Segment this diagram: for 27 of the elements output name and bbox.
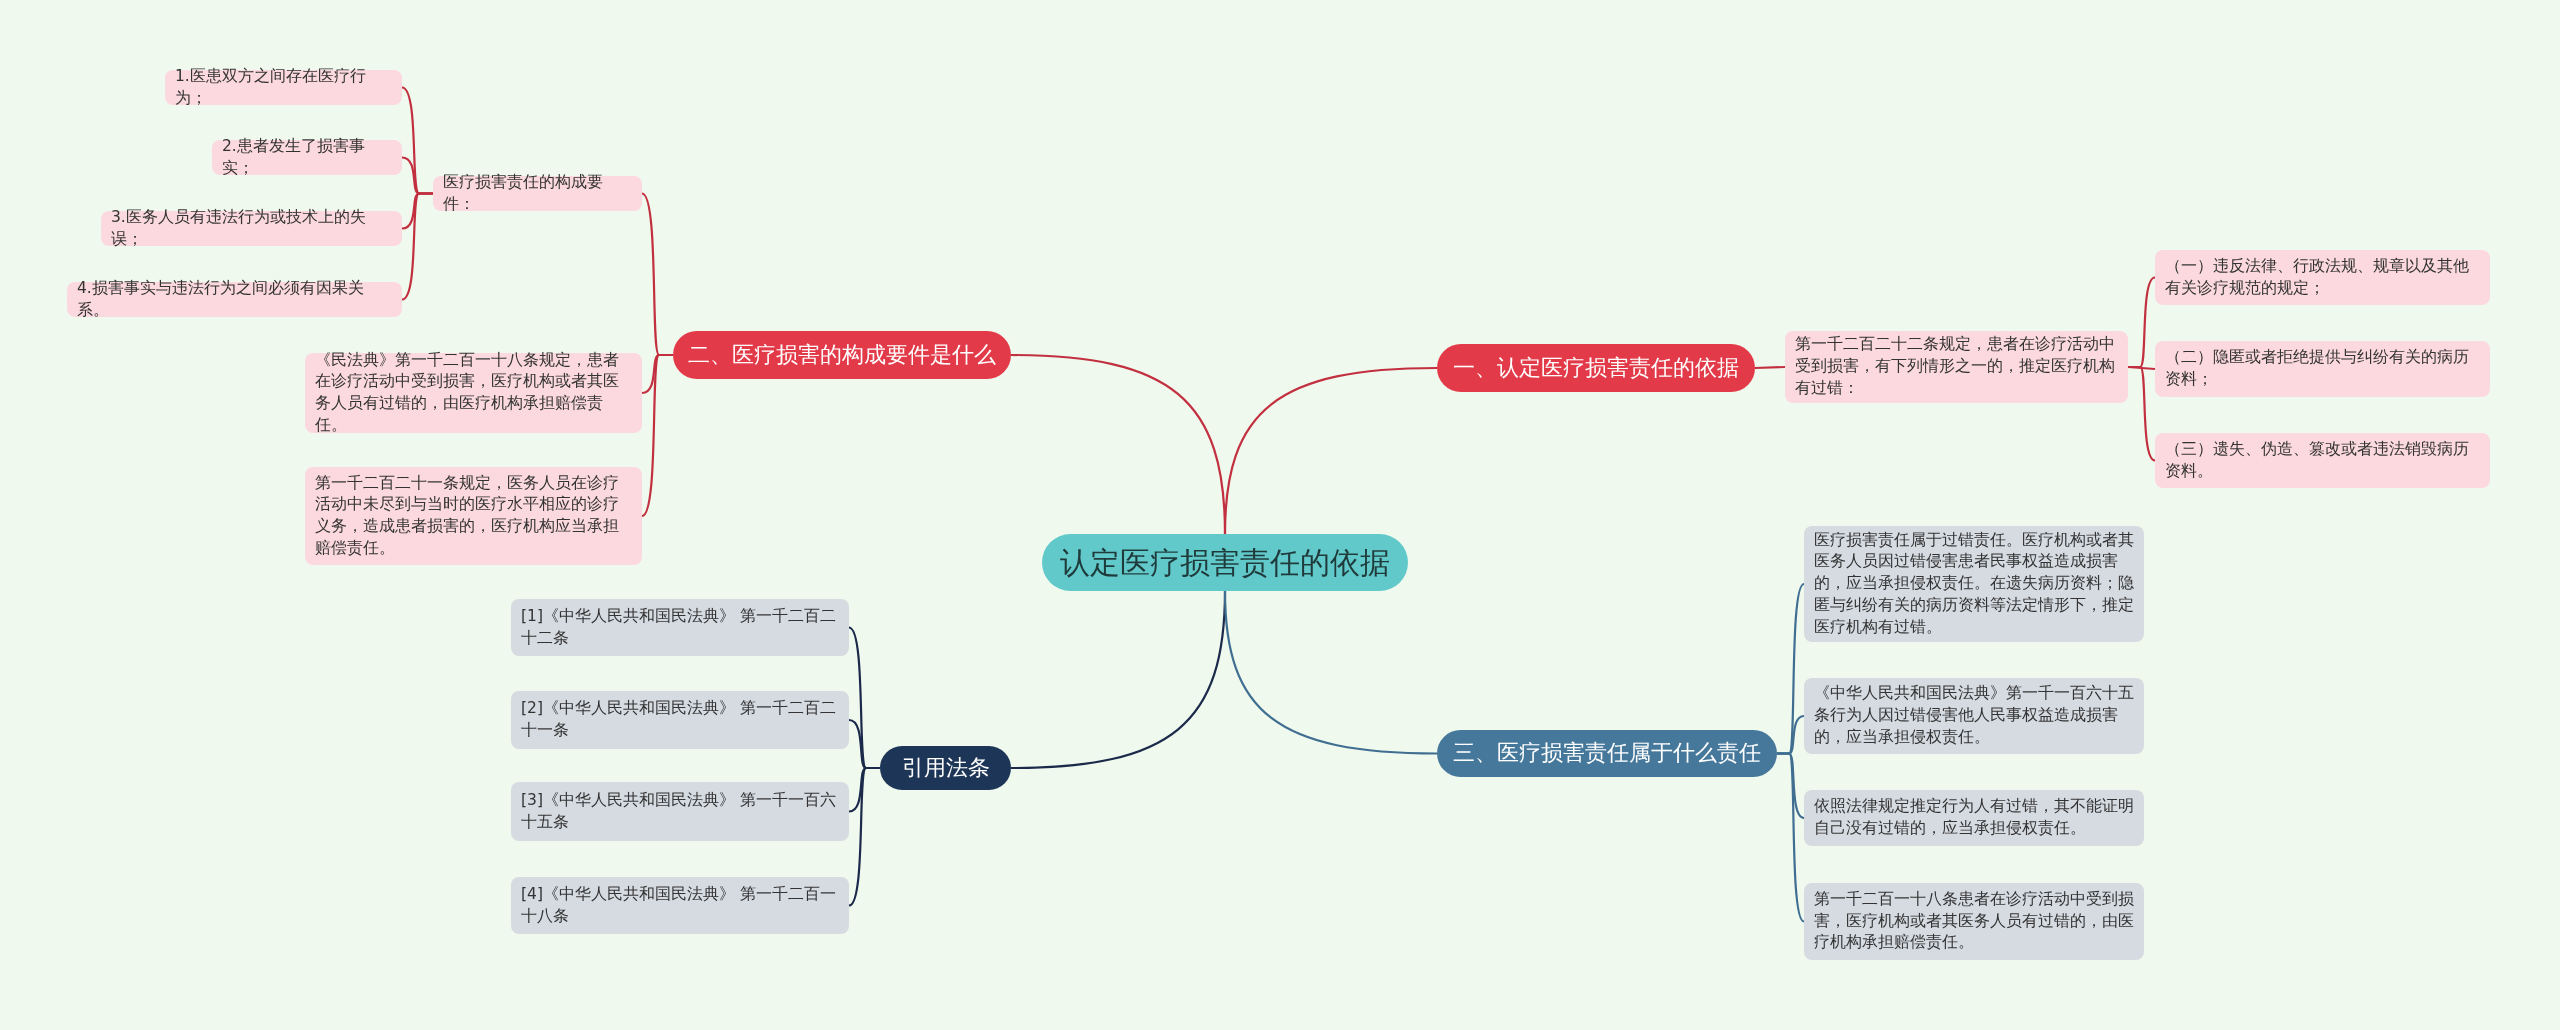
text-card: [1]《中华人民共和国民法典》 第一千二百二十二条 — [511, 599, 849, 656]
text-card: （一）违反法律、行政法规、规章以及其他有关诊疗规范的规定； — [2155, 250, 2490, 305]
connector-line — [2128, 365, 2156, 462]
connector-line — [641, 353, 673, 517]
text-card: 第一千二百二十一条规定，医务人员在诊疗活动中未尽到与当时的医疗水平相应的诊疗义务，造成患者损害的，医疗机构应当承担赔偿责任。 — [305, 467, 642, 565]
text-card: 《中华人民共和国民法典》第一千一百六十五条行为人因过错侵害他人民事权益造成损害的，应当承担侵权责任。 — [1804, 678, 2144, 754]
branch-topic: 三、医疗损害责任属于什么责任 — [1437, 730, 1777, 777]
text-card: 依照法律规定推定行为人有过错，其不能证明自己没有过错的，应当承担侵权责任。 — [1804, 790, 2144, 846]
text-card: （三）遗失、伪造、篡改或者违法销毁病历资料。 — [2155, 433, 2490, 488]
branch-topic: 一、认定医疗损害责任的依据 — [1437, 344, 1755, 392]
text-card: 《民法典》第一千二百一十八条规定，患者在诊疗活动中受到损害，医疗机构或者其医务人员有过错的，由医疗机构承担赔偿责任。 — [305, 353, 642, 433]
connector-line — [1754, 365, 1786, 370]
text-card: [4]《中华人民共和国民法典》 第一千二百一十八条 — [511, 877, 849, 934]
central-topic: 认定医疗损害责任的依据 — [1042, 534, 1408, 591]
text-card: （二）隐匿或者拒绝提供与纠纷有关的病历资料； — [2155, 341, 2490, 397]
connector-line — [1777, 752, 1805, 923]
text-card: 医疗损害责任属于过错责任。医疗机构或者其医务人员因过错侵害患者民事权益造成损害的，应当承担侵权责任。在遗失病历资料；隐匿与纠纷有关的病历资料等法定情形下，推定医疗机构有过错。 — [1804, 526, 2144, 642]
connector-line — [848, 766, 880, 907]
connector-line — [401, 192, 433, 301]
connector-line — [1223, 590, 1438, 755]
branch-topic: 引用法条 — [880, 746, 1011, 790]
text-card: [2]《中华人民共和国民法典》 第一千二百二十一条 — [511, 691, 849, 749]
text-card: 第一千二百一十八条患者在诊疗活动中受到损害，医疗机构或者其医务人员有过错的，由医疗机构承担赔偿责任。 — [1804, 883, 2144, 960]
text-card: [3]《中华人民共和国民法典》 第一千一百六十五条 — [511, 782, 849, 841]
connector-line — [1010, 353, 1227, 535]
branch-topic: 二、医疗损害的构成要件是什么 — [673, 331, 1011, 379]
text-card: 第一千二百二十二条规定，患者在诊疗活动中受到损害，有下列情形之一的，推定医疗机构有过错： — [1785, 331, 2128, 403]
